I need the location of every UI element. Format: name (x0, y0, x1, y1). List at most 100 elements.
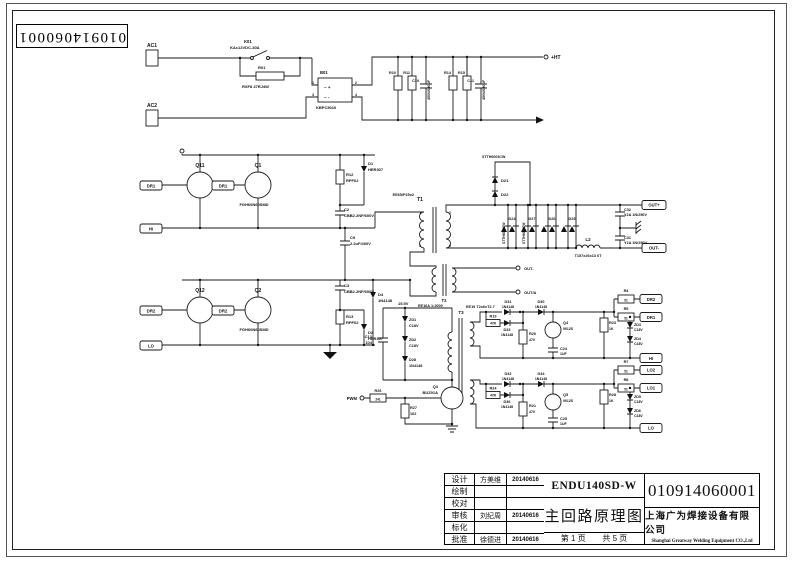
schematic-label: R4 (624, 289, 630, 293)
schematic-label: T3 (458, 310, 464, 315)
schematic-label: DR1 (147, 184, 156, 189)
schematic-label: RXF8 47RJ4W (242, 84, 269, 89)
schematic-label: C32 (624, 208, 631, 212)
schematic-label: R01 (258, 65, 266, 70)
signature-date (507, 498, 544, 509)
schematic-label: R15 (458, 71, 465, 75)
schematic-label: D31 (505, 300, 512, 304)
schematic-label: LO1 (647, 386, 656, 391)
schematic-label: D24 (509, 217, 517, 221)
schematic-label: D28 (409, 358, 416, 362)
schematic-label: 2.2uF/400V (350, 241, 371, 246)
schematic-label: R23 (609, 321, 616, 325)
schematic-label: C18V (409, 324, 419, 328)
signature-name (475, 522, 507, 533)
schematic-label: C18V (634, 328, 643, 332)
page-indicator: 第 1 页 共 5 页 (544, 533, 644, 544)
schematic-label: R8 (624, 378, 629, 382)
schematic-label: R10 (389, 71, 396, 75)
signature-date (507, 522, 544, 533)
schematic-label: ~ - (324, 95, 330, 100)
drawing-title: 主回路原理图 (544, 498, 644, 533)
schematic-label: 9012S (563, 327, 574, 331)
schematic-label: C10 (412, 79, 419, 83)
schematic-label: Q2 (255, 288, 262, 294)
signature-name (475, 486, 507, 497)
schematic-label: 1N4148 (378, 298, 393, 303)
schematic-label: 450V/680UF (427, 79, 431, 100)
ground-symbol (323, 352, 337, 359)
schematic-label: C18V (634, 342, 643, 346)
schematic-label: STTH6003CW (502, 222, 506, 244)
signature-date: 20140616 (512, 512, 539, 519)
schematic-label: C3 (344, 283, 350, 288)
signature-name: 徐德进 (475, 534, 507, 545)
role-label: 绘制 (445, 486, 475, 497)
schematic-label: Q11 (195, 163, 204, 169)
rotated-doc-number-box: 010914060001 (16, 24, 128, 48)
schematic-label: D25 (569, 217, 576, 221)
schematic-label: 15.5V (398, 301, 409, 306)
schematic-label: Y2A 1N/250V (624, 213, 648, 217)
schematic-label: HER307 (368, 336, 384, 341)
schematic-label: ZD1 (409, 318, 416, 322)
schematic-label: C2 (344, 207, 350, 212)
schematic-label: C13 (365, 334, 373, 339)
schematic-label: RPF62 (346, 320, 359, 325)
schematic-label: R5 (624, 307, 629, 311)
schematic-label: 47R (490, 322, 497, 326)
doc-number: 010914060001 (645, 474, 759, 508)
schematic-label: ZD4 (634, 337, 642, 341)
schematic-label: 470 (529, 410, 535, 414)
page-total: 共 5 页 (602, 534, 628, 543)
schematic-label: 241 (375, 398, 381, 402)
schematic-label: ZD3 (634, 323, 641, 327)
schematic-label: BUZ91A (422, 390, 438, 395)
schematic-label: T1 (417, 197, 423, 203)
schematic-label: PWM (347, 396, 358, 401)
schematic-label: C9 (350, 235, 356, 240)
schematic-label: RPF62 (346, 178, 359, 183)
schematic-label: 1N4148 (535, 377, 547, 381)
schematic-label: LO (148, 344, 155, 349)
ac2-connector (145, 109, 159, 127)
schematic-label: C18V (634, 414, 643, 418)
schematic-label: C18V (409, 344, 419, 348)
schematic-label: OUT+ (648, 203, 660, 208)
role-label: 审核 (445, 510, 475, 521)
schematic-label: 2 (419, 244, 421, 248)
mosfet-q3 (440, 386, 464, 410)
schematic-label: 1N4148 (409, 364, 422, 368)
schematic-label: 6 (449, 244, 451, 248)
schematic-label: 1UF (560, 352, 567, 356)
schematic-label: Q1 (255, 163, 262, 169)
schematic-label: C18V (634, 400, 643, 404)
drawing-frame-outer (6, 3, 787, 557)
junction-dots (198, 55, 632, 430)
schematic-label: 1K (609, 327, 614, 331)
schematic-label: DR2 (647, 297, 656, 302)
schematic-label: 1N4148 (535, 305, 547, 309)
schematic-label: LO2 (647, 368, 656, 373)
schematic-label: 450V/680UF (482, 79, 486, 100)
role-label: 标化 (445, 522, 475, 533)
schematic-label: HI (649, 356, 653, 361)
schematic-label: OUT- (524, 266, 534, 271)
schematic-label: KAc12VDC-30A (230, 45, 260, 50)
schematic-label: Q12 (195, 288, 205, 294)
schematic-label: EE19 T2x6xT2.7 (466, 305, 495, 309)
schematic-label: R24 (490, 387, 498, 391)
schematic-label: OUT/A (524, 290, 537, 295)
company-cell: 上海广为焊接设备有限公司 Shanghai Greatway Welding E… (645, 508, 759, 544)
schematic-label: FGH60N60SMD (239, 327, 268, 332)
schematic-label: 1N4148 (501, 333, 513, 337)
schematic-label: 51 (624, 299, 628, 303)
schematic-label: Y2A 1N/250V (624, 241, 648, 245)
schematic-label: R19 (490, 315, 497, 319)
schematic-label: D21 (501, 178, 509, 183)
igbt-q11 (186, 171, 214, 199)
schematic-label: CBB2.2NF/600V (344, 289, 374, 294)
